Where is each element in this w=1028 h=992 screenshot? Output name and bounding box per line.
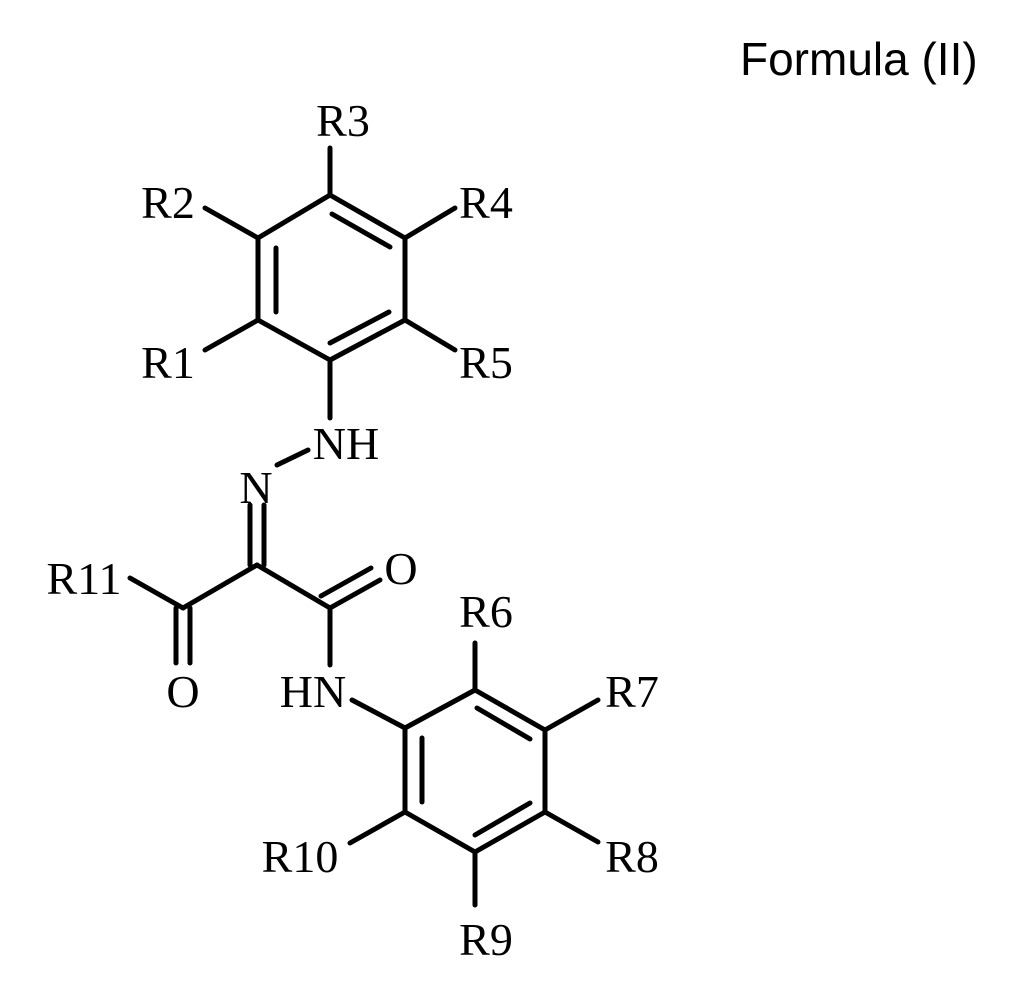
label-r5: R5 [459, 337, 513, 388]
lower-benzene-ring [405, 690, 545, 852]
upper-benzene-ring [258, 195, 405, 360]
label-r10: R10 [262, 831, 339, 882]
label-r11: R11 [47, 553, 122, 604]
label-nh: NH [313, 418, 379, 469]
lower-substituent-bonds [350, 643, 598, 905]
label-o-ketone: O [166, 666, 199, 717]
label-r1: R1 [141, 337, 195, 388]
label-o-amide: O [384, 543, 417, 594]
label-n: N [239, 462, 272, 513]
label-hn: HN [280, 666, 346, 717]
label-r6: R6 [459, 586, 513, 637]
label-r3: R3 [316, 95, 370, 146]
upper-substituent-bonds [205, 148, 455, 418]
label-r2: R2 [141, 177, 195, 228]
label-r8: R8 [605, 831, 659, 882]
label-r7: R7 [605, 666, 659, 717]
label-r9: R9 [459, 914, 513, 965]
label-r4: R4 [459, 177, 513, 228]
